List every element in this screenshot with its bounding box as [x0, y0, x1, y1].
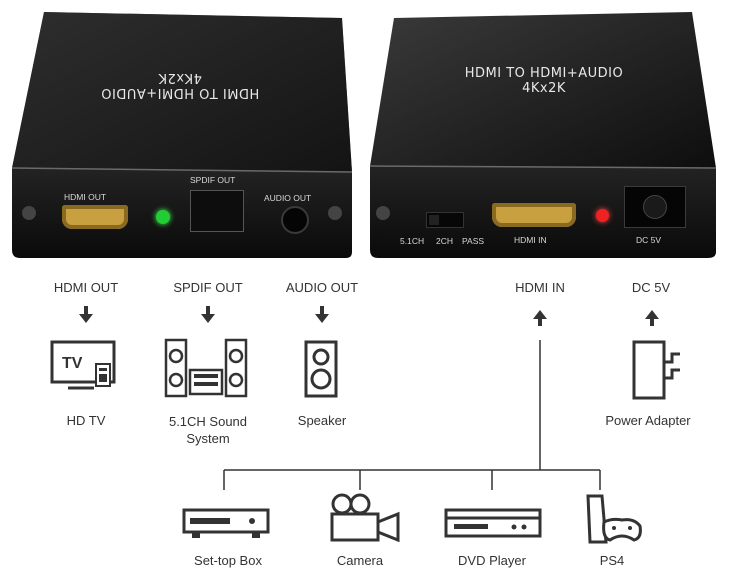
audio-jack-icon — [281, 206, 309, 234]
arrow-up-icon — [645, 310, 659, 326]
arrow-down-icon — [201, 306, 215, 323]
right-device-top-text: HDMI TO HDMI+AUDIO 4Kx2K — [464, 66, 624, 96]
switch-label-2ch: 2CH — [436, 236, 454, 246]
mode-switch[interactable] — [426, 212, 464, 228]
audio-out-port-label: AUDIO OUT — [264, 193, 312, 203]
dc-jack-icon — [624, 186, 686, 228]
label-hd-tv: HD TV — [66, 413, 106, 428]
spdif-port-icon — [190, 190, 244, 232]
label-hdmi-in: HDMI IN — [515, 280, 565, 295]
label-ps4: PS4 — [599, 553, 625, 568]
screw-icon — [22, 206, 36, 220]
tv-icon: TV — [50, 340, 116, 390]
label-power-adapter: Power Adapter — [605, 413, 691, 428]
label-spdif-out: SPDIF OUT — [173, 280, 243, 295]
ps4-console-icon — [586, 494, 642, 544]
dc-port-label: DC 5V — [636, 235, 662, 245]
hdmi-out-port-label: HDMI OUT — [64, 192, 107, 202]
label-hdmi-out: HDMI OUT — [53, 280, 119, 295]
svg-text:TV: TV — [62, 355, 83, 372]
hdmi-in-port-label: HDMI IN — [514, 235, 547, 245]
switch-label-5-1ch: 5.1CH — [400, 236, 425, 246]
label-dvd-player: DVD Player — [458, 553, 526, 568]
left-device-body — [11, 12, 353, 258]
label-speaker: Speaker — [297, 413, 347, 428]
label-audio-out: AUDIO OUT — [285, 280, 359, 295]
screw-icon — [376, 206, 390, 220]
label-sound-system: 5.1CH Sound System — [168, 414, 248, 446]
label-camera: Camera — [336, 553, 384, 568]
camera-icon — [330, 493, 400, 543]
label-dc-5v: DC 5V — [631, 280, 671, 295]
arrow-up-icon — [533, 310, 547, 326]
red-led-icon — [596, 209, 609, 222]
power-adapter-icon — [632, 340, 680, 400]
sound-system-icon — [164, 338, 248, 398]
hdmi-port-icon — [62, 205, 128, 229]
arrow-down-icon — [79, 306, 93, 323]
label-set-top-box: Set-top Box — [194, 553, 262, 568]
screw-icon — [328, 206, 342, 220]
green-led-icon — [156, 210, 170, 224]
speaker-icon — [304, 340, 338, 398]
spdif-out-port-label: SPDIF OUT — [190, 175, 236, 185]
dvd-player-icon — [444, 508, 542, 538]
hdmi-port-icon — [492, 203, 576, 227]
switch-label-pass: PASS — [462, 236, 485, 246]
right-device: HDMI TO HDMI+AUDIO 4Kx2K 5.1CH 2CH PASS … — [364, 0, 732, 262]
arrow-down-icon — [315, 306, 329, 323]
left-device: HDMI TO HDMI+AUDIO 4Kx2K HDMI OUT SPDIF … — [0, 0, 362, 262]
set-top-box-icon — [182, 508, 270, 538]
